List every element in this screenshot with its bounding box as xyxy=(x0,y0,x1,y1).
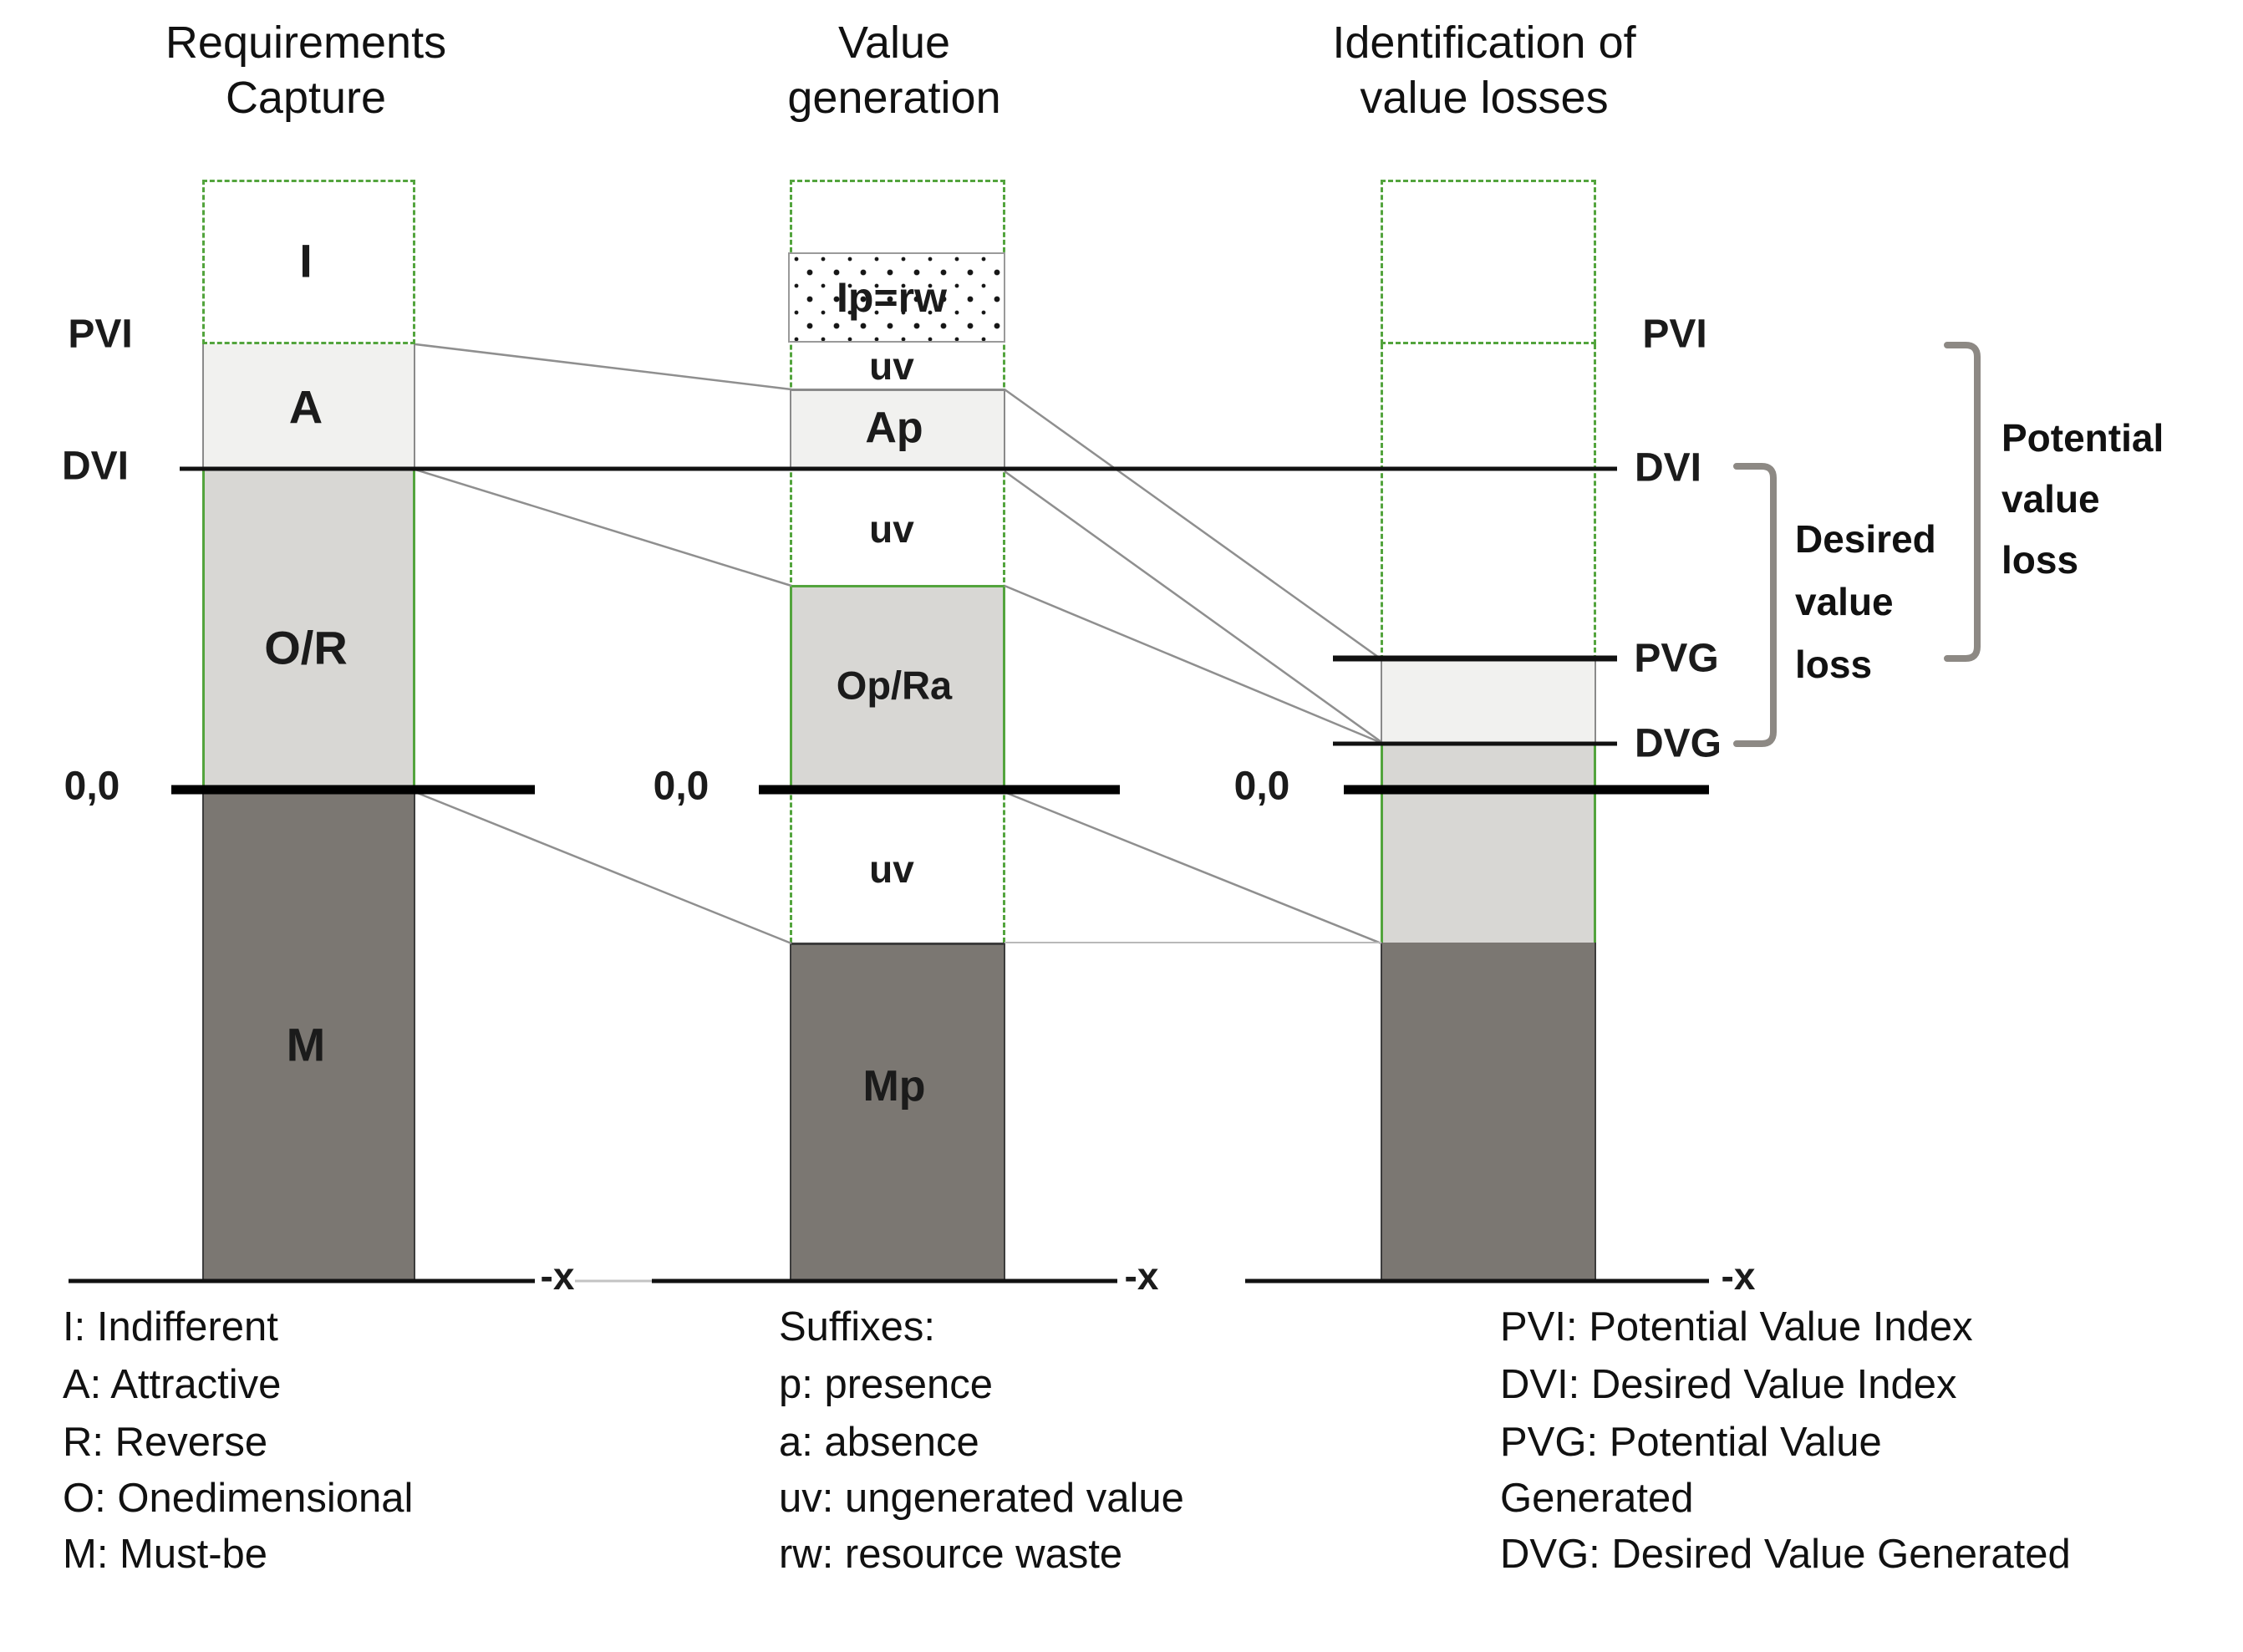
neg-x-label-col3: -x xyxy=(1721,1254,1756,1298)
legend-kano-indifferent: I: Indifferent xyxy=(63,1304,278,1350)
potential-value-loss-bracket xyxy=(1944,342,1981,662)
col1-onedimensional-reverse-box xyxy=(202,470,415,790)
col1-attractive-box xyxy=(202,344,415,470)
header-requirements-capture: Requirements Capture xyxy=(165,18,447,123)
dvg-label: DVG xyxy=(1634,721,1722,766)
col2-ap-label: Ap xyxy=(865,404,923,452)
connector-ap-top-to-pvg xyxy=(1004,388,1382,661)
col2-potential-dashed-box xyxy=(790,180,1005,943)
connector-zero-to-mp-top xyxy=(415,790,792,945)
potential-value-loss-label: Potential value loss xyxy=(2001,416,2164,582)
legend-pvg-definition-line1: PVG: Potential Value xyxy=(1500,1420,1882,1465)
legend-suffix-presence: p: presence xyxy=(779,1362,994,1407)
col1-mustbe-box xyxy=(202,790,415,1281)
legend-suffixes-title: Suffixes: xyxy=(779,1304,936,1350)
col1-mustbe-label: M xyxy=(286,1018,326,1071)
desired-value-loss-label: Desired value loss xyxy=(1795,517,1936,686)
col2-attractive-presence-box xyxy=(790,389,1005,470)
legend-kano-onedimensional: O: Onedimensional xyxy=(63,1476,414,1521)
dvi-right-label: DVI xyxy=(1634,445,1702,491)
pvg-label: PVG xyxy=(1634,636,1719,681)
col3-generated-mustbe-box xyxy=(1381,943,1596,1281)
zero-label-col3: 0,0 xyxy=(1233,764,1290,809)
header-value-generation: Value generation xyxy=(787,18,1001,123)
col1-attractive-label: A xyxy=(288,380,323,434)
legend-dvi-definition: DVI: Desired Value Index xyxy=(1500,1362,1957,1407)
desired-value-loss-bracket xyxy=(1733,463,1777,747)
neg-x-label-col2: -x xyxy=(1124,1254,1159,1298)
pvi-right-label: PVI xyxy=(1642,312,1707,357)
legend-suffix-absence: a: absence xyxy=(779,1420,979,1465)
neg-x-label-col1: -x xyxy=(540,1254,575,1298)
legend-kano-reverse: R: Reverse xyxy=(63,1420,268,1465)
header-identification-value-losses: Identification of value losses xyxy=(1332,18,1636,123)
col2-ip-rw-label: Ip=rw xyxy=(837,274,947,321)
legend-kano-mustbe: M: Must-be xyxy=(63,1532,268,1577)
legend-suffix-ungenerated-value: uv: ungenerated value xyxy=(779,1476,1184,1521)
col2-uv-lower-label: uv xyxy=(869,847,914,891)
col2-mustbe-presence-box xyxy=(790,943,1005,1281)
legend-suffix-resource-waste: rw: resource waste xyxy=(779,1532,1123,1577)
col2-opra-label: Op/Ra xyxy=(836,663,953,708)
col3-dashed-sides xyxy=(1381,344,1596,660)
col2-uv-upper-label: uv xyxy=(869,344,914,388)
pvi-left-label: PVI xyxy=(68,312,133,357)
connector-pvi-to-ap-top xyxy=(415,343,792,391)
connector-opra-top-to-dvg xyxy=(1004,584,1382,745)
col2-uv-middle-label: uv xyxy=(869,507,914,551)
col2-onedimensional-presence-box xyxy=(790,585,1005,790)
legend-pvi-definition: PVI: Potential Value Index xyxy=(1500,1304,1973,1350)
legend-dvg-definition: DVG: Desired Value Generated xyxy=(1500,1532,2071,1577)
col1-onedimensional-reverse-label: O/R xyxy=(264,621,348,674)
col2-indifferent-resource-waste-box xyxy=(788,252,1005,343)
col1-potential-dashed-box xyxy=(202,180,415,344)
col3-dvg-box xyxy=(1381,744,1596,943)
col2-mp-label: Mp xyxy=(862,1062,926,1111)
connector-dvi-to-dvg xyxy=(1004,470,1382,744)
legend-pvg-definition-line2: Generated xyxy=(1500,1476,1694,1521)
connector-dvi-to-opra-top xyxy=(415,468,792,587)
dvi-left-label: DVI xyxy=(61,444,130,489)
col3-potential-dashed-box xyxy=(1381,180,1596,344)
legend-kano-attractive: A: Attractive xyxy=(63,1362,282,1407)
col1-indifferent-label: I xyxy=(299,234,313,287)
col3-pvg-dvg-box xyxy=(1381,660,1596,744)
zero-label-col2: 0,0 xyxy=(653,764,710,809)
connector-zero-to-m-top xyxy=(1004,790,1382,945)
zero-label-col1: 0,0 xyxy=(64,764,120,809)
